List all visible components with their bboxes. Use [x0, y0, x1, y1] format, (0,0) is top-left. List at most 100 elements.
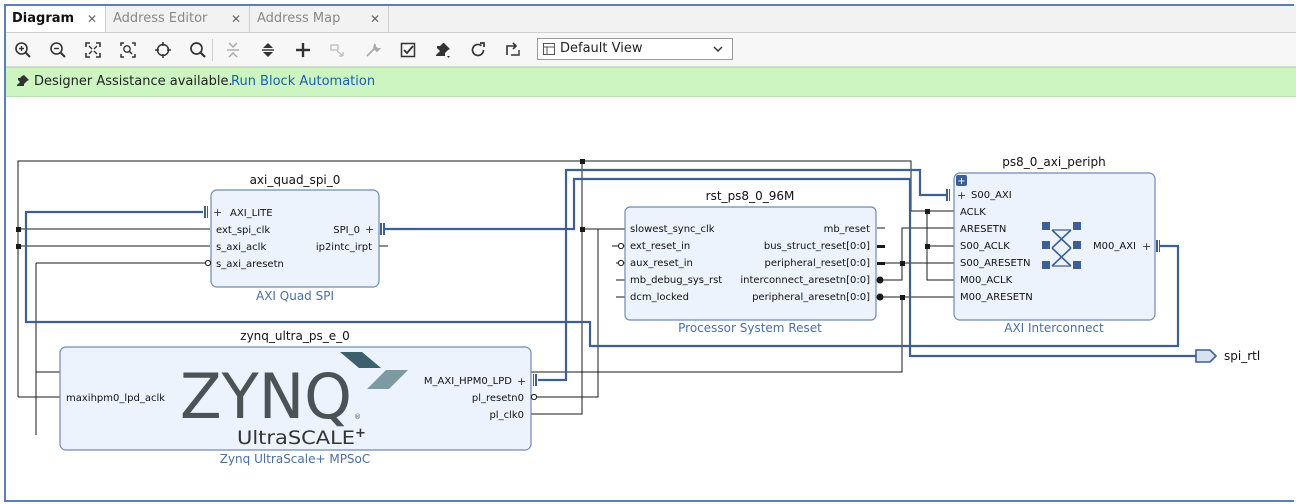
collapse-all-icon[interactable] — [222, 39, 244, 61]
regenerate-layout-icon[interactable] — [467, 39, 489, 61]
designer-assistance-bar: Designer Assistance available. Run Block… — [6, 67, 1296, 97]
crossbar-symbol-icon — [1042, 222, 1081, 269]
search-icon[interactable] — [187, 39, 209, 61]
port-label: s_axi_aclk — [216, 242, 266, 253]
tab-diagram-label: Diagram — [12, 11, 75, 26]
tab-address-map[interactable]: Address Map ✕ — [251, 6, 389, 32]
tab-close-icon[interactable]: ✕ — [369, 12, 380, 26]
port-label: mb_debug_sys_rst — [630, 275, 722, 286]
block-type-label: AXI Interconnect — [1004, 321, 1104, 335]
block-axi-interconnect[interactable]: ps8_0_axi_periph AXI Interconnect + S00_… — [946, 155, 1160, 335]
port-label: SPI_0 — [333, 225, 360, 236]
tab-address-editor[interactable]: Address Editor ✕ — [107, 6, 250, 32]
port-label: S00_AXI — [971, 190, 1012, 201]
external-port-spi-rtl[interactable]: spi_rtl — [1195, 349, 1260, 363]
port-label: interconnect_aresetn[0:0] — [740, 275, 870, 286]
external-port-arrow-icon[interactable] — [1195, 349, 1218, 363]
zoom-in-icon[interactable] — [12, 39, 34, 61]
active-low-port-icon — [617, 242, 625, 250]
tab-close-icon[interactable]: ✕ — [230, 12, 241, 26]
port-label: M00_AXI — [1093, 241, 1136, 252]
validate-design-icon[interactable] — [397, 39, 419, 61]
port-label: peripheral_aresetn[0:0] — [752, 292, 870, 303]
block-zynq-ultrascale[interactable]: zynq_ultra_ps_e_0 Zynq UltraScale+ MPSoC… — [59, 329, 538, 466]
port-label: M00_ACLK — [960, 275, 1013, 286]
port-label: S00_ARESETN — [960, 258, 1030, 269]
block-instance-name: axi_quad_spi_0 — [250, 173, 341, 187]
port-label: ext_reset_in — [630, 241, 690, 252]
block-type-label: AXI Quad SPI — [256, 289, 334, 303]
pin-icon[interactable] — [432, 39, 454, 61]
block-body[interactable] — [59, 346, 532, 451]
zynq-logo-mark — [340, 352, 381, 368]
tab-close-icon[interactable]: ✕ — [86, 12, 97, 26]
block-axi-quad-spi[interactable]: axi_quad_spi_0 AXI Quad SPI AXI_LITE ext… — [204, 173, 385, 303]
bus-interface-icon — [1156, 240, 1160, 252]
zynq-logo-registered: ® — [354, 413, 361, 421]
expand-hierarchy-icon[interactable] — [956, 175, 967, 186]
fit-view-icon[interactable] — [82, 39, 104, 61]
block-instance-name: ps8_0_axi_periph — [1002, 155, 1105, 169]
bus-interface-icon — [380, 223, 385, 235]
expand-port-icon[interactable]: + — [1142, 240, 1151, 253]
block-type-label: Zynq UltraScale+ MPSoC — [220, 452, 371, 466]
tab-address-map-label: Address Map — [257, 11, 341, 26]
assist-message: Designer Assistance available. — [34, 74, 233, 89]
block-body[interactable] — [624, 206, 877, 321]
net-junctions — [16, 159, 930, 300]
run-block-automation-link[interactable]: Run Block Automation — [231, 74, 376, 89]
zoom-out-icon[interactable] — [47, 39, 69, 61]
bus-wires — [24, 168, 1196, 382]
view-select[interactable]: Default View — [537, 38, 733, 60]
port-label: maxihpm0_lpd_aclk — [66, 393, 165, 404]
diagram-toolbar: Default View — [6, 33, 1296, 67]
diagram-window-frame — [4, 4, 1294, 502]
optimize-routing-icon[interactable] — [502, 39, 524, 61]
expand-hierarchy-plus: + — [957, 176, 965, 187]
port-label: peripheral_reset[0:0] — [765, 258, 871, 269]
external-port-label: spi_rtl — [1224, 349, 1260, 363]
tab-diagram[interactable]: Diagram ✕ — [6, 6, 106, 32]
properties-wrench-icon[interactable] — [362, 39, 384, 61]
tab-address-editor-label: Address Editor — [113, 11, 208, 26]
block-instance-name: zynq_ultra_ps_e_0 — [240, 329, 349, 343]
chevron-down-icon — [713, 46, 723, 53]
expand-port-icon[interactable]: + — [957, 189, 966, 202]
port-label: pl_clk0 — [489, 410, 524, 421]
diagram-canvas[interactable]: axi_quad_spi_0 AXI Quad SPI AXI_LITE ext… — [6, 97, 1296, 502]
port-label: mb_reset — [824, 224, 870, 235]
auto-connect-icon[interactable] — [152, 39, 174, 61]
active-low-port-icon — [204, 259, 212, 267]
active-low-port-icon — [617, 259, 625, 267]
block-instance-name: rst_ps8_0_96M — [706, 189, 795, 203]
block-type-label: Processor System Reset — [678, 321, 822, 335]
ultrascale-logo-plus: + — [355, 426, 366, 441]
block-processor-system-reset[interactable]: rst_ps8_0_96M Processor System Reset slo… — [617, 189, 885, 335]
ultrascale-logo-text: UltraSCALE — [237, 427, 355, 449]
view-select-value: Default View — [560, 41, 643, 56]
port-label: dcm_locked — [630, 292, 689, 303]
port-label: AXI_LITE — [230, 208, 273, 219]
port-label: bus_struct_reset[0:0] — [764, 241, 870, 252]
port-label: M_AXI_HPM0_LPD — [424, 376, 512, 387]
zoom-fit-selection-icon[interactable] — [117, 39, 139, 61]
block-body[interactable] — [210, 189, 380, 288]
expand-port-icon[interactable]: + — [517, 375, 526, 388]
zynq-logo-mark — [367, 370, 408, 389]
port-label: ACLK — [960, 207, 986, 218]
port-label: ARESETN — [960, 224, 1006, 235]
bus-interface-icon — [946, 189, 950, 201]
expand-port-icon[interactable]: + — [213, 206, 222, 219]
disabled-move-icon[interactable] — [327, 39, 349, 61]
zynq-logo: ZYNQ ® UltraSCALE + — [180, 352, 408, 449]
bus-interface-icon — [533, 374, 537, 386]
expand-all-icon[interactable] — [257, 39, 279, 61]
port-label: s_axi_aresetn — [216, 259, 284, 270]
vector-port-icon — [876, 245, 885, 301]
port-label: ip2intc_irpt — [316, 242, 372, 253]
expand-port-icon[interactable]: + — [365, 223, 374, 236]
view-layout-icon — [543, 43, 555, 55]
tab-bar: Diagram ✕ Address Editor ✕ Address Map ✕ — [6, 6, 1296, 33]
add-ip-icon[interactable] — [292, 39, 314, 61]
port-label: slowest_sync_clk — [630, 224, 715, 235]
